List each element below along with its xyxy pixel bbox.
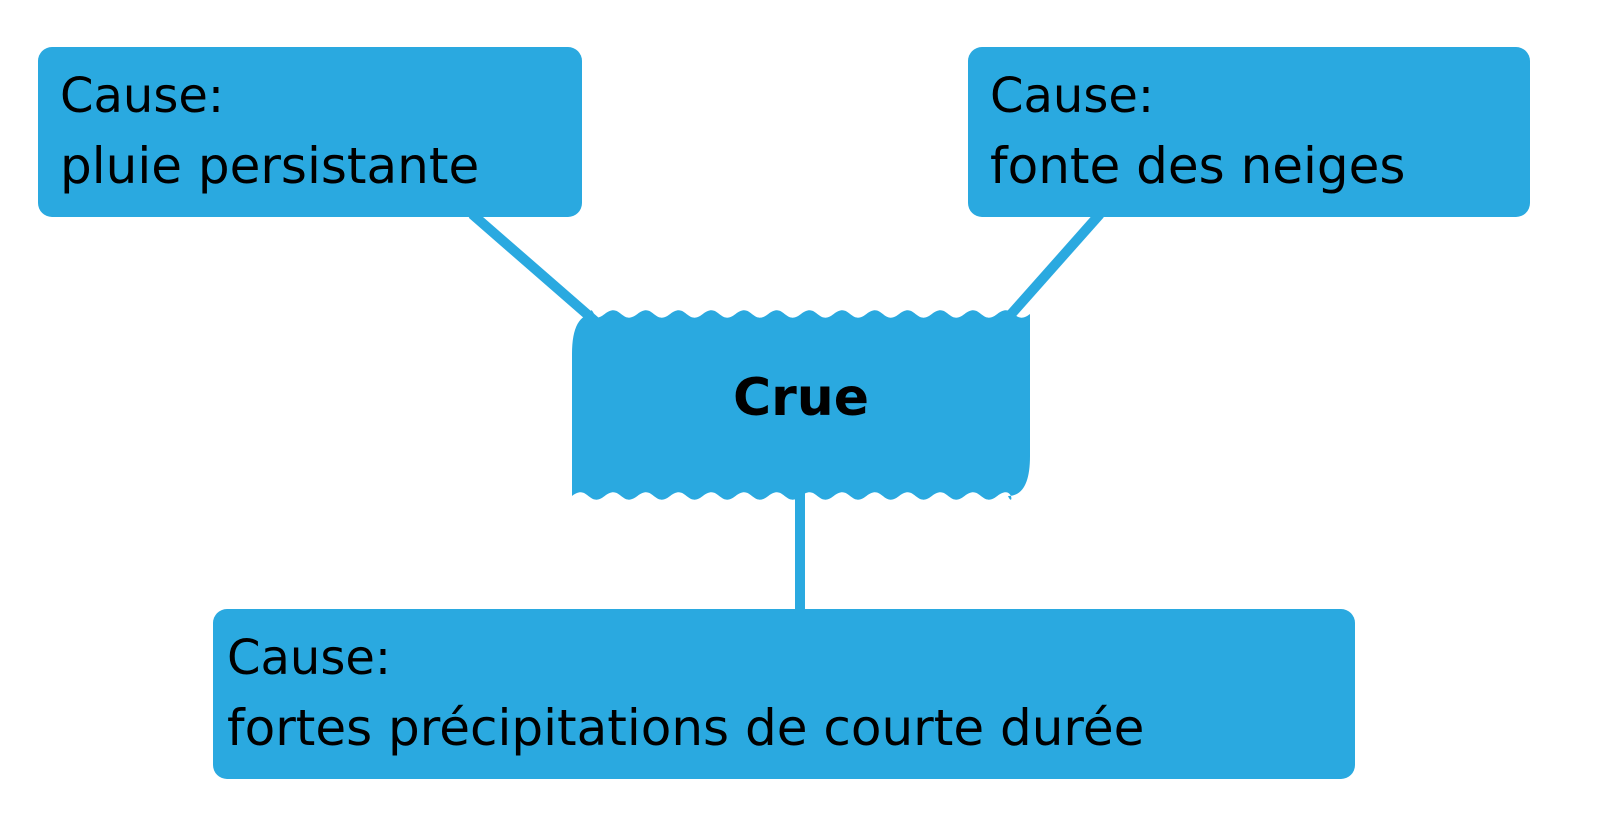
connector-right bbox=[1002, 210, 1104, 324]
cause-text: fortes précipitations de courte durée bbox=[227, 699, 1145, 757]
central-wavy-shape bbox=[572, 310, 1030, 500]
cause-box-snowmelt: Cause: fonte des neiges bbox=[968, 47, 1530, 217]
cause-heading: Cause: bbox=[227, 630, 392, 686]
cause-box-rain: Cause: pluie persistante bbox=[38, 47, 582, 217]
cause-heading: Cause: bbox=[60, 68, 225, 124]
cause-text: pluie persistante bbox=[60, 137, 480, 195]
central-node-label: Crue bbox=[732, 368, 870, 428]
cause-box-heavy-rain: Cause: fortes précipitations de courte d… bbox=[213, 609, 1355, 779]
connector-left bbox=[468, 210, 600, 326]
cause-text: fonte des neiges bbox=[990, 137, 1406, 195]
cause-heading: Cause: bbox=[990, 68, 1155, 124]
